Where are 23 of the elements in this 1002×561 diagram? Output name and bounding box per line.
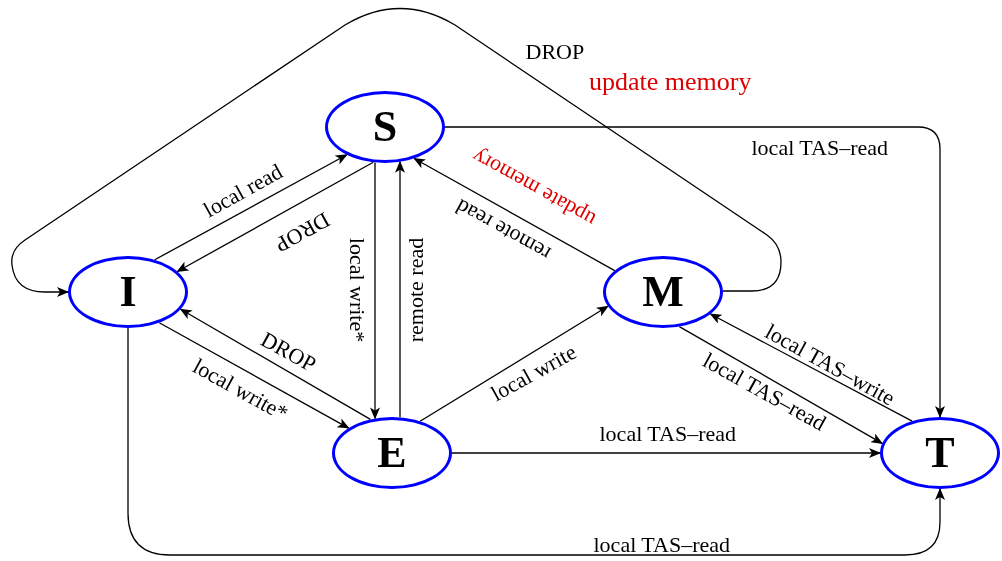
edge-label: local TAS–read: [751, 137, 888, 159]
arrow: [444, 126, 945, 418]
arrow: [451, 448, 881, 458]
arrow: [11, 7, 782, 297]
state-label: M: [642, 270, 684, 314]
state-ellipse: [68, 256, 188, 328]
edge-label: local write*: [346, 237, 369, 343]
edge-label: local TAS–read: [593, 534, 730, 556]
edge-label: DROP: [525, 41, 585, 63]
arrow: [176, 161, 374, 273]
edge-label: remote read: [405, 237, 428, 343]
arrow: [419, 305, 609, 422]
edge-label: local read: [200, 160, 287, 222]
state-label: I: [119, 270, 137, 314]
note-label: update memory: [589, 69, 752, 95]
state-label: E: [377, 431, 407, 475]
arrow: [127, 327, 945, 556]
edge-label: local write: [487, 340, 580, 406]
arrow: [158, 322, 350, 429]
state-label: T: [925, 431, 955, 475]
edge-label: local TAS–read: [599, 423, 736, 445]
state-label: S: [372, 105, 398, 149]
arrow: [709, 313, 913, 422]
